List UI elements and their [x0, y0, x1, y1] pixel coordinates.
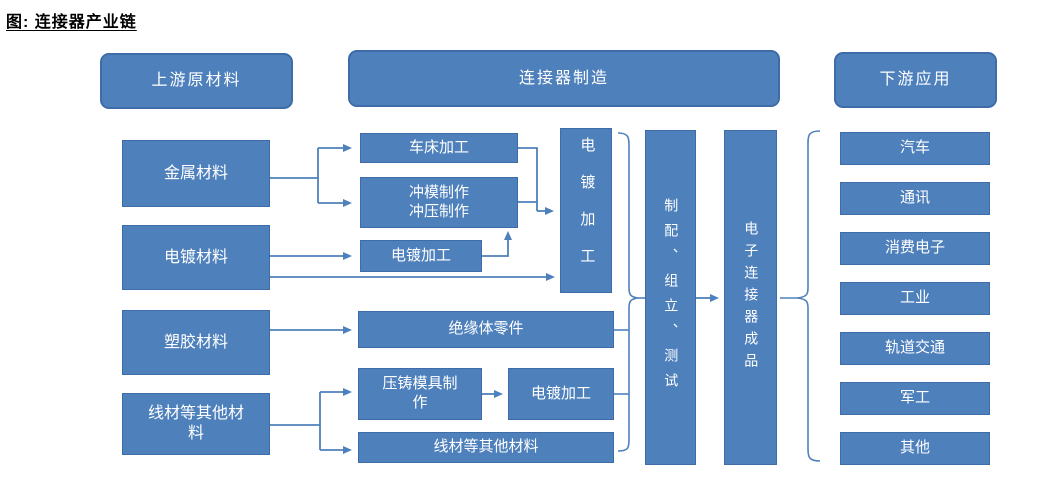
box-app-other: 其他: [840, 432, 990, 465]
box-plating-secondary: 电镀加工: [508, 368, 614, 420]
line-lathe-out: [518, 147, 538, 211]
header-manufacturing: 连接器制造: [348, 50, 780, 107]
box-insulator-parts: 绝缘体零件: [358, 311, 614, 348]
box-app-rail-transit: 轨道交通: [840, 332, 990, 365]
box-app-communications: 通讯: [840, 182, 990, 215]
box-app-military: 军工: [840, 382, 990, 415]
figure-title: 图: 连接器产业链: [6, 14, 137, 31]
fanout-brace: [796, 130, 821, 462]
merge-brace: [617, 132, 639, 452]
box-lathe-processing: 车床加工: [360, 133, 518, 163]
header-upstream: 上游原材料: [100, 53, 293, 109]
box-assembly-testing: 制配、组立、测试: [645, 130, 696, 465]
header-downstream: 下游应用: [834, 52, 997, 108]
box-plating-main: 电镀加工: [560, 128, 612, 293]
arrow-plating-up-to-stamping: [482, 231, 512, 257]
box-app-automotive: 汽车: [840, 132, 990, 165]
box-plating-inline: 电镀加工: [360, 240, 482, 272]
box-plating-materials: 电镀材料: [122, 225, 270, 290]
box-plastic-materials: 塑胶材料: [122, 310, 270, 375]
box-wire-other-materials-process: 线材等其他材料: [358, 432, 614, 463]
box-finished-connector: 电子连接器成品: [724, 130, 777, 465]
box-stamping-die-making: 冲模制作 冲压制作: [360, 177, 518, 228]
box-app-consumer-electronics: 消费电子: [840, 232, 990, 265]
box-wire-other-materials: 线材等其他材料: [122, 393, 270, 455]
box-die-cast-mold-making: 压铸模具制作: [358, 368, 482, 420]
box-app-industrial: 工业: [840, 282, 990, 315]
box-metal-materials: 金属材料: [122, 140, 270, 207]
